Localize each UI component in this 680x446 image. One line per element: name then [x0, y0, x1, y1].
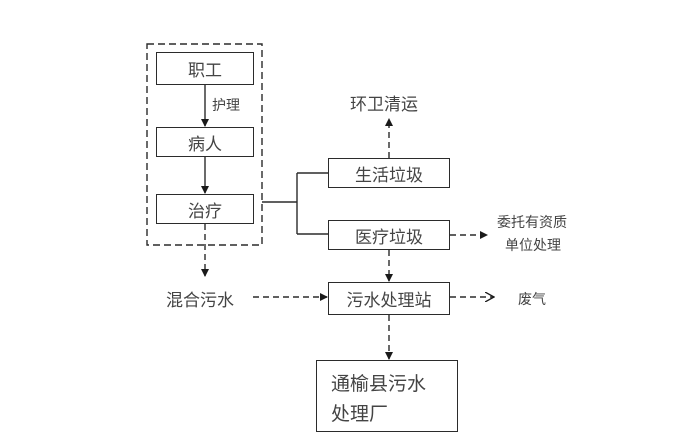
node-domestic-waste: 生活垃圾 — [328, 158, 450, 188]
label-sanitation: 环卫清运 — [350, 95, 418, 115]
label-care: 护理 — [212, 98, 240, 114]
node-county-plant: 通榆县污水 处理厂 — [316, 360, 458, 432]
node-wastewater-station: 污水处理站 — [328, 282, 450, 315]
node-medical-waste: 医疗垃圾 — [328, 220, 450, 250]
node-staff: 职工 — [156, 52, 254, 85]
node-treatment-label: 治疗 — [188, 201, 222, 222]
label-mixed-wastewater: 混合污水 — [166, 291, 234, 311]
node-staff-label: 职工 — [188, 61, 222, 81]
node-domestic-waste-label: 生活垃圾 — [355, 165, 423, 186]
node-patient-label: 病人 — [188, 134, 222, 155]
label-exhaust-gas: 废气 — [518, 292, 546, 308]
staff-patient-group-border — [146, 43, 263, 246]
label-entrusted-line2: 单位处理 — [505, 238, 561, 254]
label-entrusted-line1: 委托有资质 — [497, 215, 567, 231]
node-patient: 病人 — [156, 127, 254, 157]
node-wastewater-station-label: 污水处理站 — [346, 291, 432, 311]
node-county-plant-line1: 通榆县污水 — [331, 373, 427, 395]
node-medical-waste-label: 医疗垃圾 — [355, 227, 423, 248]
node-county-plant-line2: 处理厂 — [331, 403, 389, 425]
node-treatment: 治疗 — [156, 194, 254, 224]
